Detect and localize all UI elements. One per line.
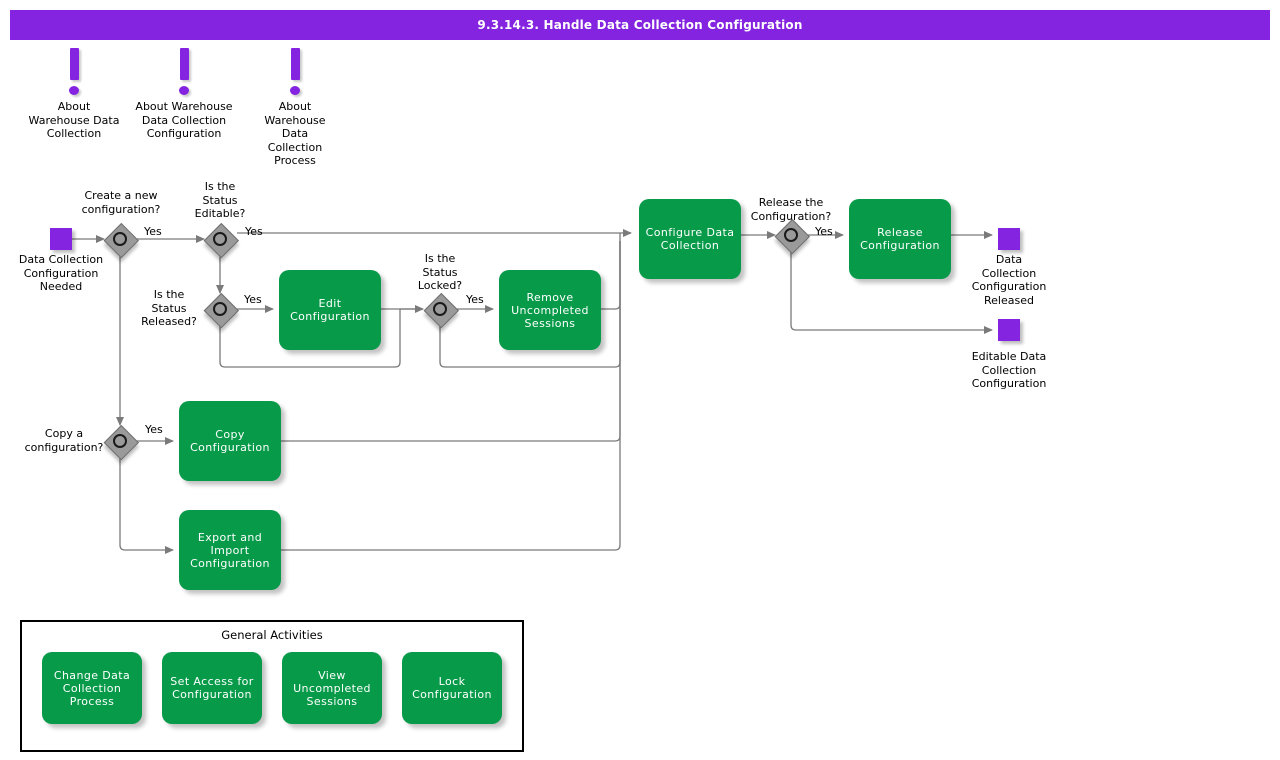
task-release-configuration[interactable]: Release Configuration: [849, 199, 951, 279]
start-event[interactable]: [50, 228, 72, 250]
gateway-ring-icon: [784, 228, 798, 242]
task-copy-configuration[interactable]: Copy Configuration: [179, 401, 281, 481]
exclamation-note-icon: [177, 48, 191, 96]
gateway-release-config[interactable]: [774, 218, 810, 254]
general-activities-title: General Activities: [221, 628, 323, 642]
task-view-uncompleted-sessions[interactable]: View Uncompleted Sessions: [282, 652, 382, 724]
task-configure-data-collection[interactable]: Configure Data Collection: [639, 199, 741, 279]
task-remove-uncompleted-sessions[interactable]: Remove Uncompleted Sessions: [499, 270, 601, 350]
gateway-status-released[interactable]: [203, 292, 239, 328]
gateway-ring-icon: [113, 434, 127, 448]
gateway-ring-icon: [433, 302, 447, 316]
note-about-warehouse-data-collection-configuration[interactable]: About Warehouse Data Collection Configur…: [124, 48, 244, 141]
note-about-warehouse-data-collection[interactable]: About Warehouse Data Collection: [24, 48, 124, 141]
gateway-status-released-yes-label: Yes: [244, 293, 262, 306]
gateway-status-locked[interactable]: [423, 292, 459, 328]
task-edit-configuration[interactable]: Edit Configuration: [279, 270, 381, 350]
gateway-create-new-label: Create a new configuration?: [81, 189, 161, 216]
end-event-editable[interactable]: [998, 319, 1020, 341]
end-event-editable-label: Editable Data Collection Configuration: [971, 350, 1047, 390]
gateway-create-new[interactable]: [103, 222, 139, 258]
end-event-released[interactable]: [998, 228, 1020, 250]
gateway-status-locked-yes-label: Yes: [466, 293, 484, 306]
page-title-bar: 9.3.14.3. Handle Data Collection Configu…: [10, 10, 1270, 40]
general-activities-group: General Activities Change Data Collectio…: [20, 620, 524, 752]
task-lock-configuration[interactable]: Lock Configuration: [402, 652, 502, 724]
task-change-data-collection-process[interactable]: Change Data Collection Process: [42, 652, 142, 724]
gateway-release-config-yes-label: Yes: [815, 225, 833, 238]
note-label: About Warehouse Data Collection: [28, 100, 120, 140]
gateway-copy-config-label: Copy a configuration?: [24, 427, 104, 454]
gateway-ring-icon: [213, 302, 227, 316]
note-label: About Warehouse Data Collection Process: [264, 100, 326, 167]
gateway-status-editable-yes-label: Yes: [245, 225, 263, 238]
gateway-ring-icon: [213, 232, 227, 246]
start-event-label: Data Collection Configuration Needed: [18, 253, 104, 293]
end-event-released-label: Data Collection Configuration Released: [971, 253, 1047, 307]
exclamation-note-icon: [67, 48, 81, 96]
note-about-warehouse-data-collection-process[interactable]: About Warehouse Data Collection Process: [250, 48, 340, 168]
gateway-status-editable-label: Is the Status Editable?: [194, 180, 246, 220]
gateway-status-locked-label: Is the Status Locked?: [417, 252, 463, 292]
page-title: 9.3.14.3. Handle Data Collection Configu…: [477, 18, 803, 32]
gateway-status-editable[interactable]: [203, 222, 239, 258]
task-export-import-configuration[interactable]: Export and Import Configuration: [179, 510, 281, 590]
gateway-copy-config-yes-label: Yes: [145, 423, 163, 436]
note-label: About Warehouse Data Collection Configur…: [135, 100, 233, 140]
gateway-release-config-label: Release the Configuration?: [750, 196, 832, 223]
task-set-access-for-configuration[interactable]: Set Access for Configuration: [162, 652, 262, 724]
gateway-copy-config[interactable]: [103, 424, 139, 460]
gateway-status-released-label: Is the Status Released?: [141, 288, 197, 328]
gateway-ring-icon: [113, 232, 127, 246]
gateway-create-new-yes-label: Yes: [144, 225, 162, 238]
exclamation-note-icon: [288, 48, 302, 96]
